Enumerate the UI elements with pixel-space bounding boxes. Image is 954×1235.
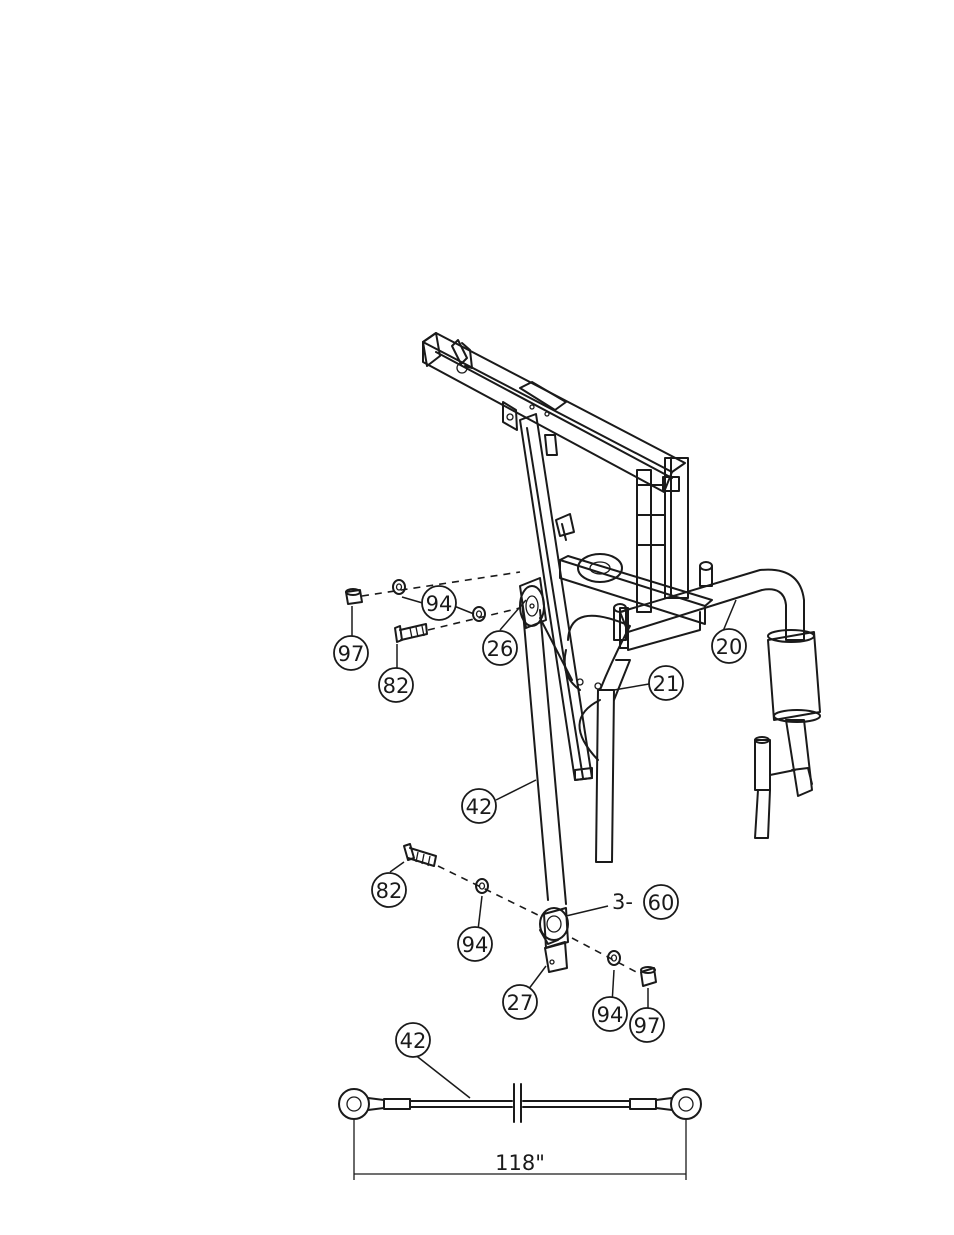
callout-97-bottom: 97 [630,1008,664,1042]
svg-text:82: 82 [376,879,403,903]
callout-97-top: 97 [334,636,368,670]
callout-82-bottom: 82 [372,873,406,907]
callout-94-bottom-right: 94 [593,997,627,1031]
svg-text:97: 97 [634,1014,661,1038]
callout-42-cable: 42 [396,1023,430,1057]
callout-82-top: 82 [379,668,413,702]
callout-3-60-prefix: 3- [612,890,633,914]
top-frame-beam [423,333,685,492]
cable-42-detail [339,1084,701,1122]
svg-text:97: 97 [338,642,365,666]
part-42-cable-routed [522,600,572,904]
callout-20: 20 [712,629,746,663]
part-27-bracket [545,942,567,972]
callout-94-bottom-left: 94 [458,927,492,961]
svg-text:26: 26 [487,637,514,661]
svg-text:94: 94 [462,933,489,957]
part-20-arm [614,562,820,838]
svg-text:20: 20 [716,635,743,659]
callout-42-mid: 42 [462,789,496,823]
svg-text:42: 42 [466,795,493,819]
angled-front-post [520,414,592,780]
svg-text:60: 60 [648,891,675,915]
svg-text:94: 94 [426,592,453,616]
callout-3-60: 3- 60 [612,885,678,919]
svg-text:94: 94 [597,1003,624,1027]
dimension-line: 118" [354,1118,686,1180]
svg-text:27: 27 [507,991,534,1015]
dimension-label: 118" [495,1151,545,1175]
callout-26: 26 [483,631,517,665]
callout-21: 21 [649,666,683,700]
svg-text:42: 42 [400,1029,427,1053]
callout-94-top: 94 [422,586,456,620]
callout-27: 27 [503,985,537,1019]
part-21-bracket [565,616,630,862]
hardware-bottom [404,844,656,986]
svg-text:82: 82 [383,674,410,698]
svg-text:21: 21 [653,672,680,696]
